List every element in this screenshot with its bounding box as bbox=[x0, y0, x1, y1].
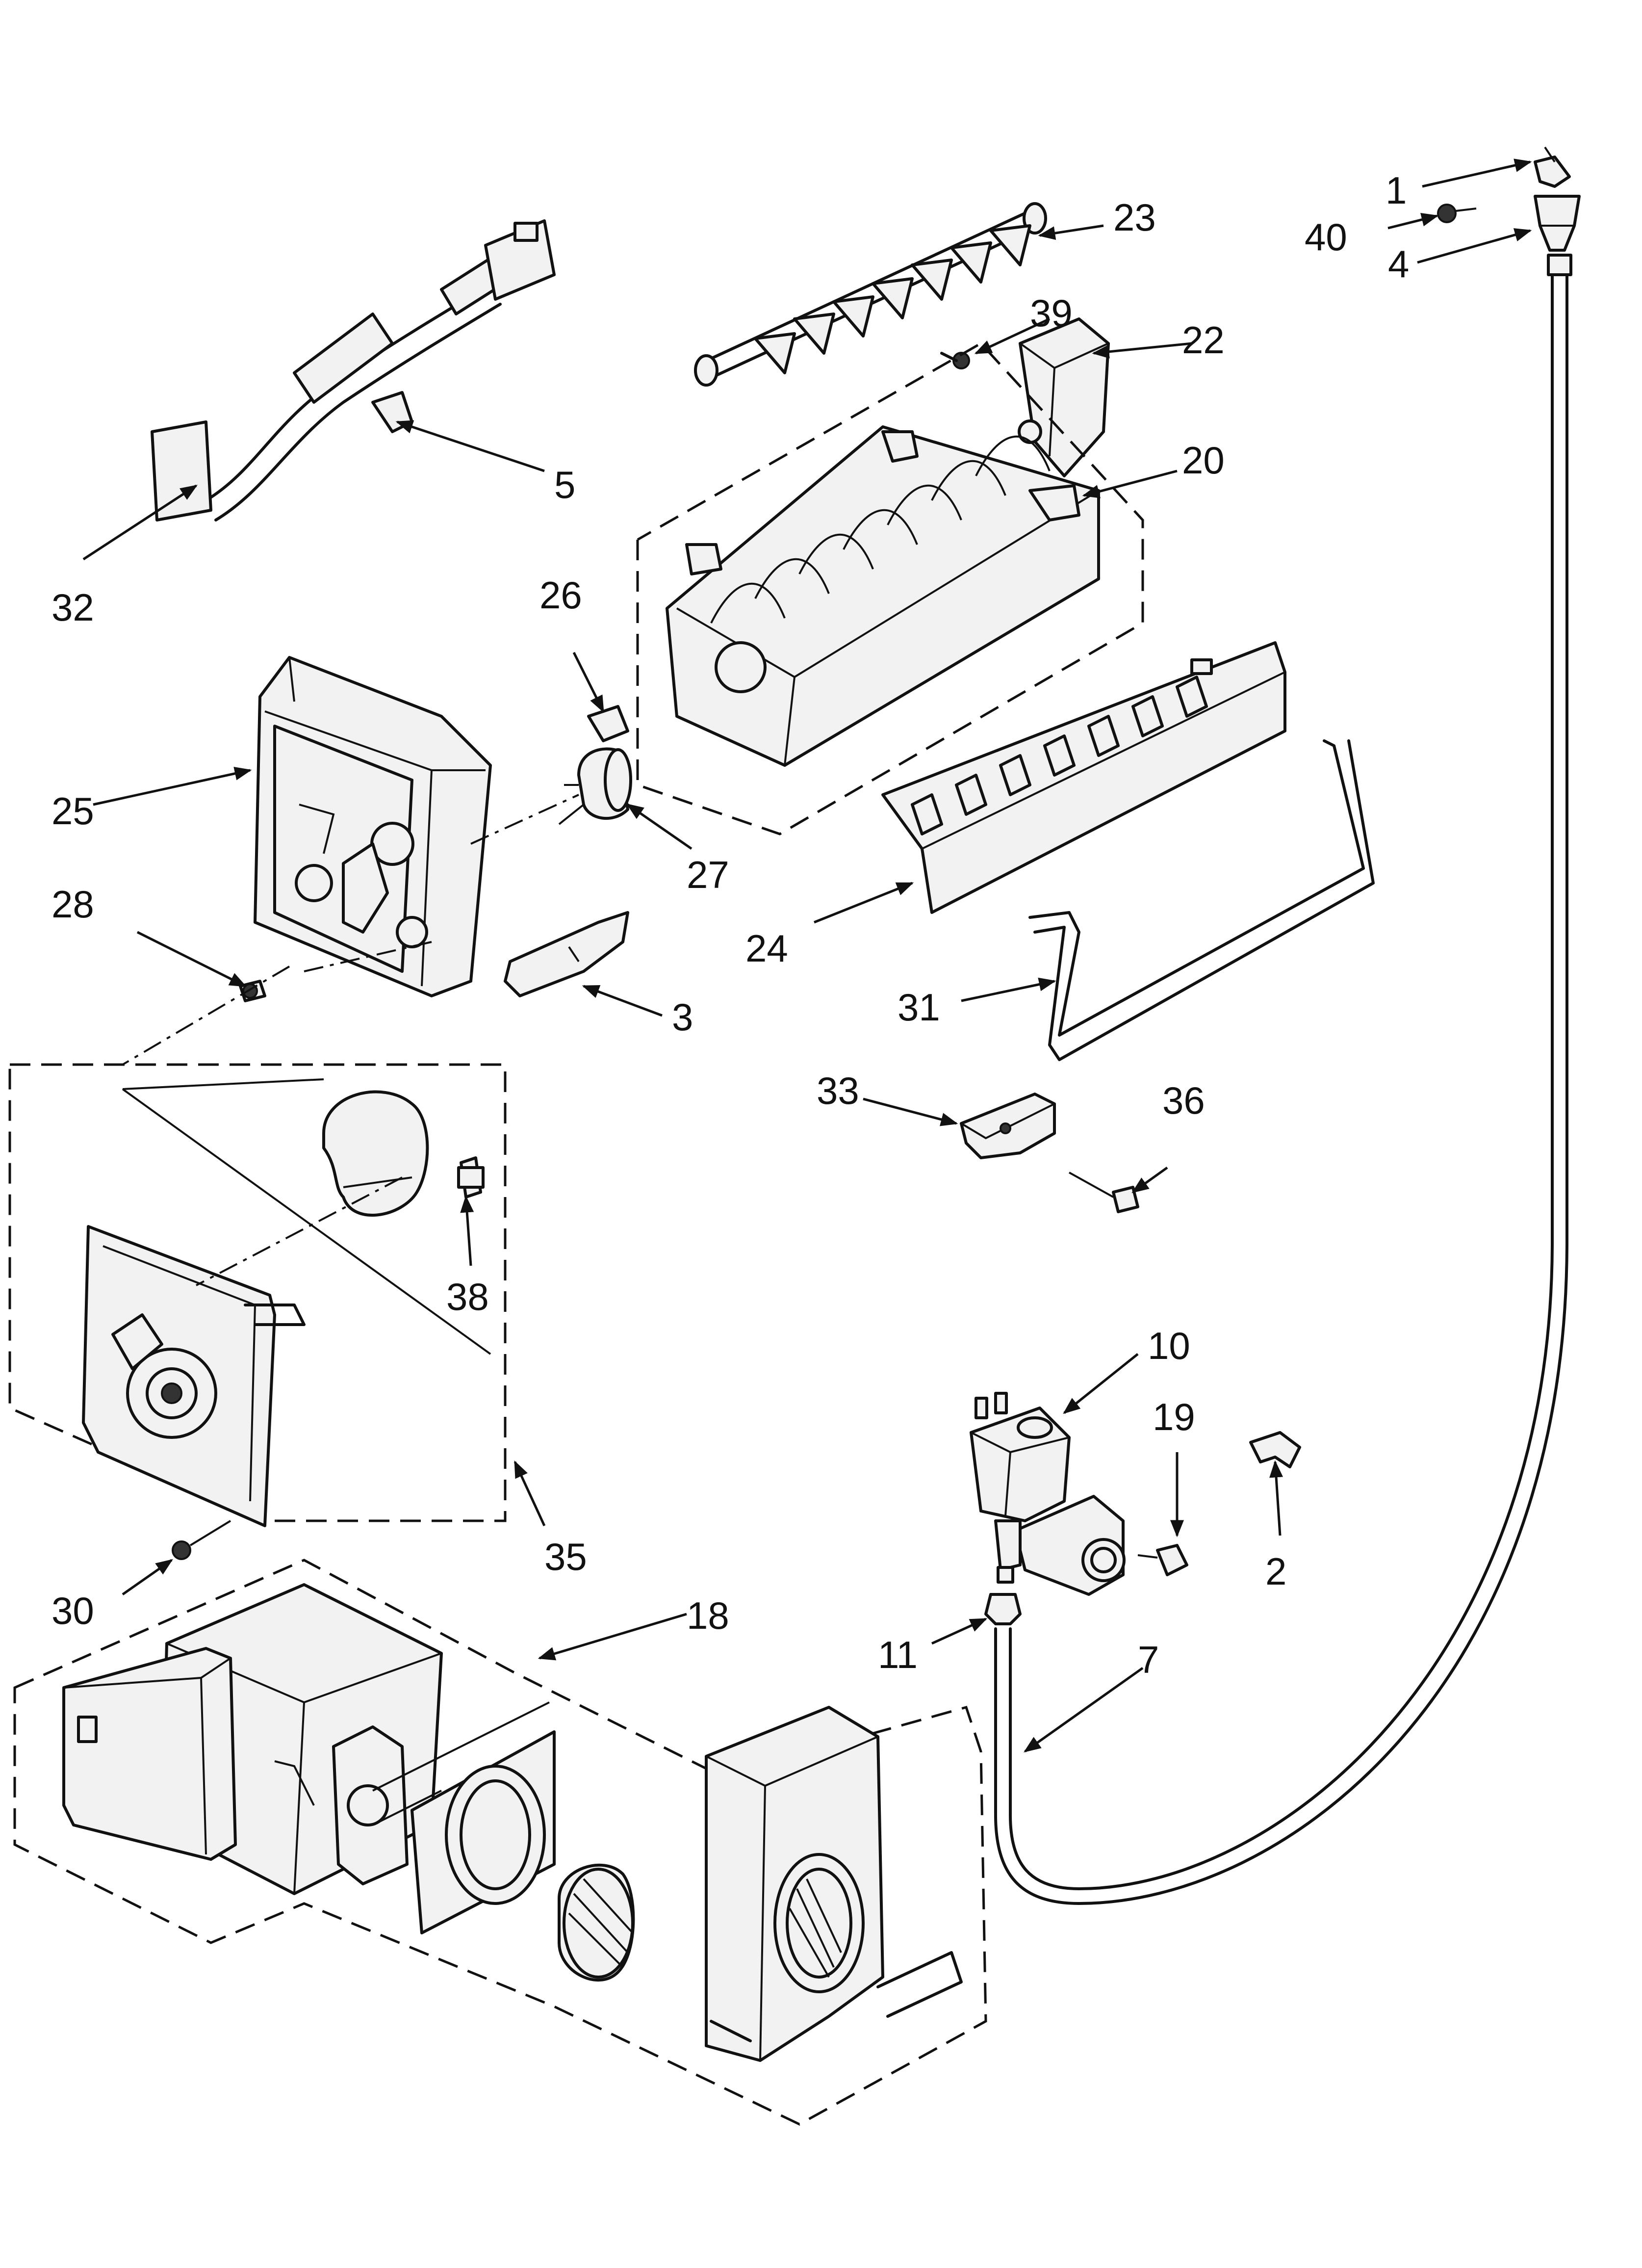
callout-38: 38 bbox=[446, 1275, 489, 1318]
callout-2: 2 bbox=[1265, 1550, 1286, 1593]
clip-part-26 bbox=[587, 705, 629, 742]
callout-40: 40 bbox=[1305, 215, 1347, 259]
callout-26: 26 bbox=[539, 574, 582, 617]
callout-18: 18 bbox=[687, 1594, 729, 1637]
callout-19: 19 bbox=[1153, 1395, 1195, 1438]
callout-24: 24 bbox=[745, 927, 788, 970]
ejector-shaft-part-23 bbox=[694, 202, 1047, 387]
screw-part-30 bbox=[172, 1520, 231, 1560]
screw-part-19 bbox=[1137, 1544, 1188, 1576]
callout-33: 33 bbox=[817, 1069, 859, 1112]
callout-7: 7 bbox=[1138, 1638, 1159, 1681]
callout-3: 3 bbox=[672, 995, 693, 1039]
callout-20: 20 bbox=[1182, 439, 1225, 482]
bracket-part-33 bbox=[960, 1093, 1056, 1159]
screw-part-39 bbox=[940, 352, 970, 369]
callout-28: 28 bbox=[51, 883, 94, 926]
callout-4: 4 bbox=[1388, 242, 1409, 286]
module-housing-part-25 bbox=[254, 656, 492, 997]
thermostat-part-27 bbox=[558, 747, 632, 825]
screw-part-38 bbox=[457, 1166, 485, 1189]
callout-25: 25 bbox=[51, 789, 94, 833]
callout-27: 27 bbox=[687, 853, 729, 896]
water-tube-part-7 bbox=[994, 254, 1572, 1905]
alignment-line bbox=[304, 941, 432, 972]
screw-part-40 bbox=[1437, 204, 1477, 223]
callout-30: 30 bbox=[51, 1589, 94, 1632]
callout-labels: 1 2 3 4 5 7 10 11 18 19 20 22 23 24 25 2… bbox=[51, 169, 1409, 1681]
callout-23: 23 bbox=[1113, 196, 1156, 239]
fill-cup-part-4 bbox=[1534, 195, 1581, 252]
callout-10: 10 bbox=[1148, 1324, 1190, 1367]
water-valve-part-10 bbox=[970, 1392, 1126, 1596]
callout-1: 1 bbox=[1385, 169, 1407, 212]
callout-35: 35 bbox=[544, 1535, 587, 1578]
clip-part-2 bbox=[1249, 1431, 1301, 1468]
screw-part-36 bbox=[1069, 1172, 1139, 1213]
clip-part-3 bbox=[504, 911, 629, 997]
callout-11: 11 bbox=[878, 1633, 918, 1676]
wire-harness-part-32 bbox=[151, 219, 556, 521]
module-kit-part-35 bbox=[8, 1063, 507, 1527]
callout-5: 5 bbox=[554, 463, 575, 506]
fitting-part-1 bbox=[1534, 146, 1571, 188]
callout-36: 36 bbox=[1162, 1079, 1205, 1122]
fan-assembly-part-18 bbox=[13, 1559, 987, 2126]
alignment-line bbox=[122, 965, 290, 1066]
nut-part-11 bbox=[984, 1593, 1022, 1625]
callout-22: 22 bbox=[1182, 318, 1225, 362]
ice-mold-part-20 bbox=[636, 341, 1144, 835]
callout-39: 39 bbox=[1030, 291, 1073, 335]
callout-31: 31 bbox=[898, 986, 940, 1029]
feeler-arm-part-31 bbox=[1028, 739, 1375, 1061]
callout-32: 32 bbox=[51, 586, 94, 629]
leader-lines bbox=[82, 158, 1532, 1753]
ice-stripper-part-24 bbox=[881, 641, 1286, 914]
cover-part-22 bbox=[1018, 317, 1110, 477]
